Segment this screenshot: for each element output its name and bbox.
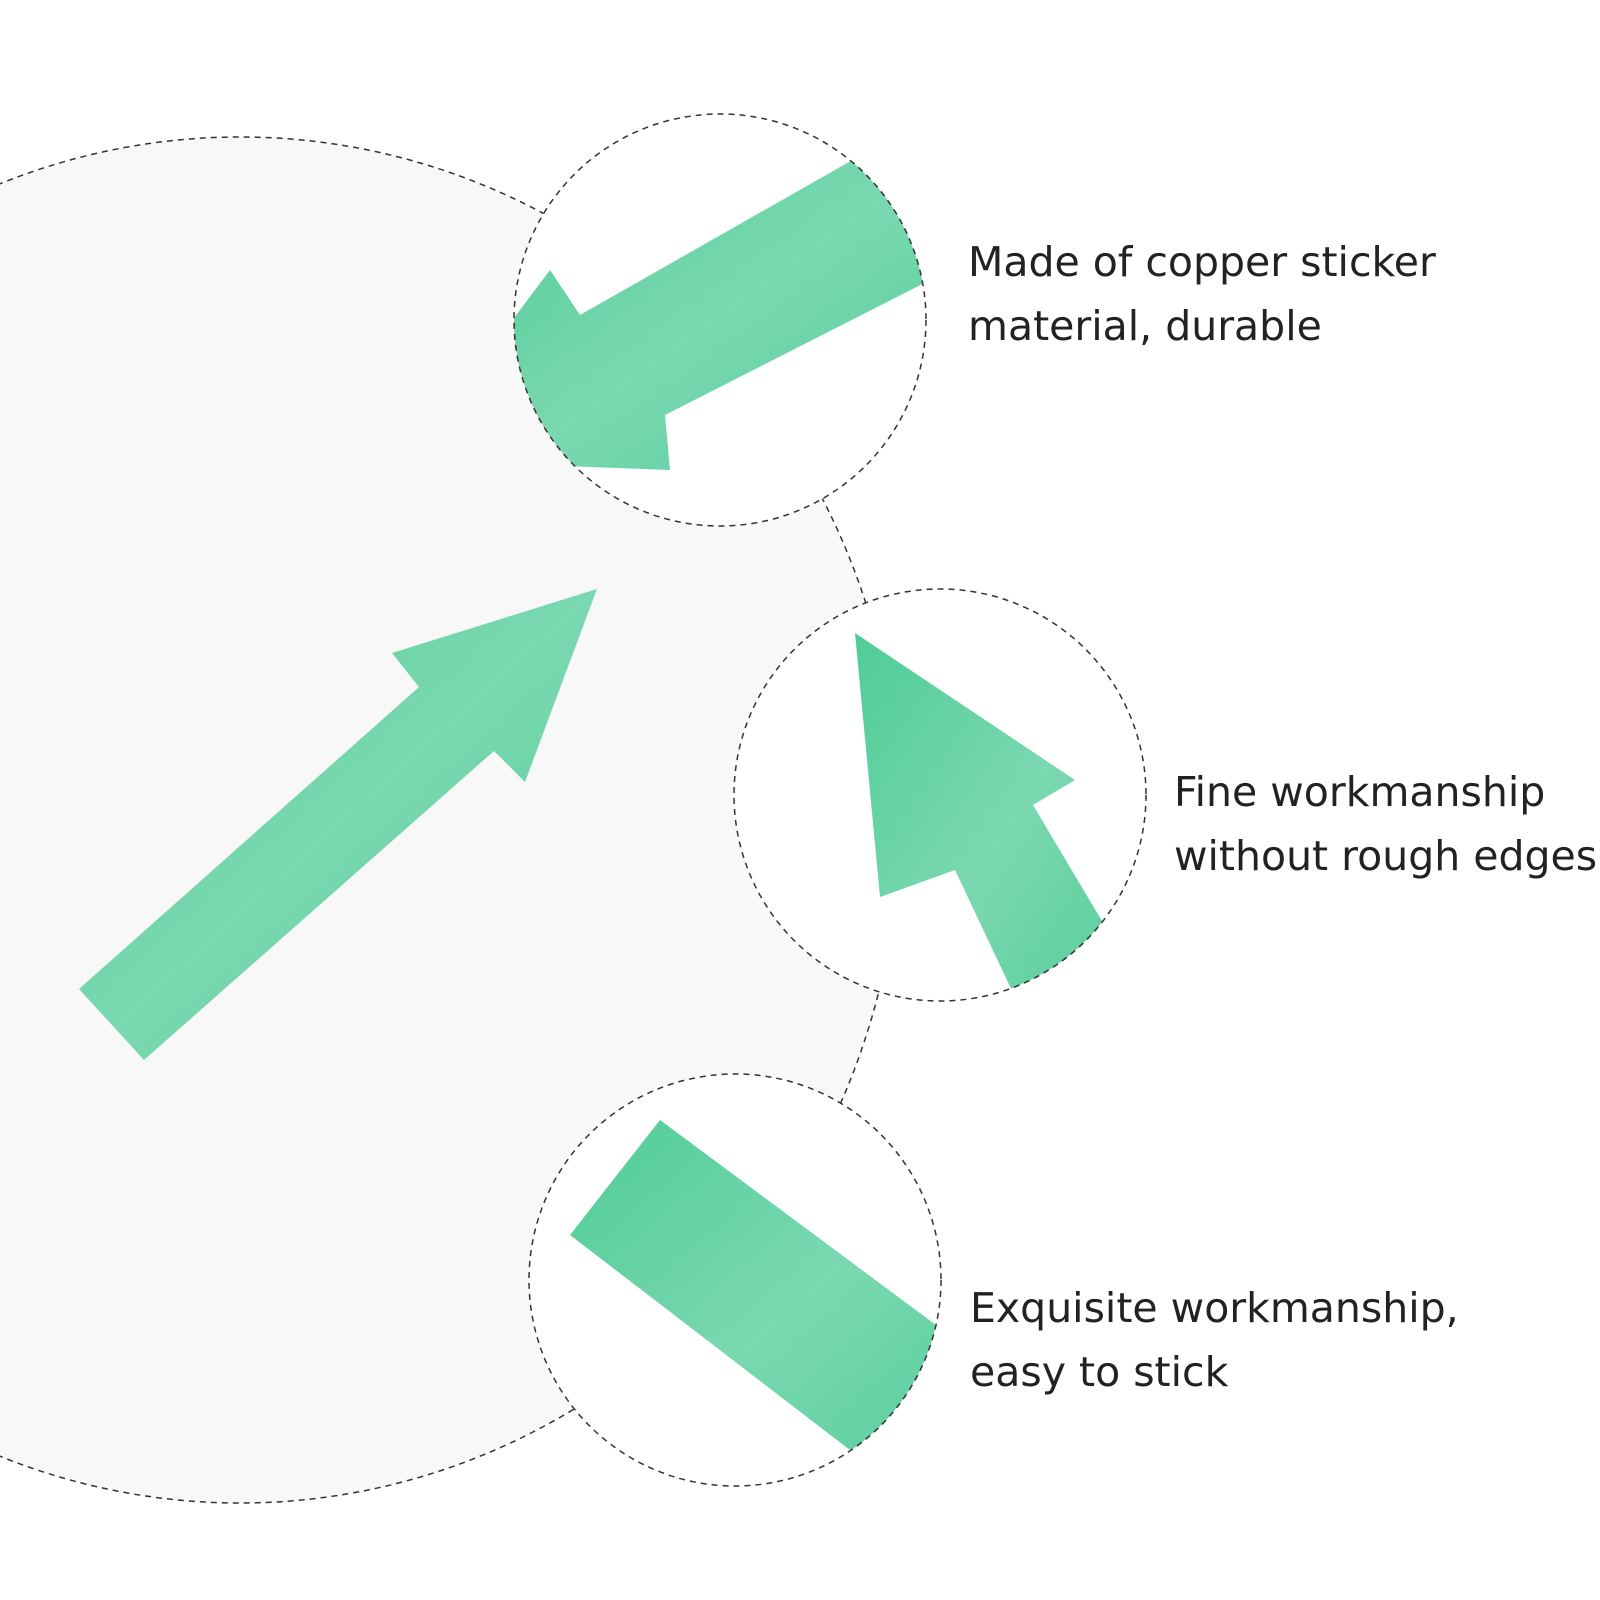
feature-caption-2-line-2: without rough edges xyxy=(1174,832,1598,880)
feature-caption-1: Made of copper sticker material, durable xyxy=(968,230,1436,358)
feature-caption-3-line-2: easy to stick xyxy=(970,1348,1229,1396)
detail-circle-top xyxy=(513,113,927,527)
feature-caption-1-line-1: Made of copper sticker xyxy=(968,238,1436,286)
arrow-detail-top-icon xyxy=(514,150,926,470)
detail-circle-middle xyxy=(733,588,1147,1002)
arrow-detail-middle-icon xyxy=(855,633,1140,1001)
feature-caption-3-line-1: Exquisite workmanship, xyxy=(970,1284,1459,1332)
detail-circle-bottom xyxy=(528,1073,942,1487)
feature-caption-3: Exquisite workmanship, easy to stick xyxy=(970,1276,1459,1404)
feature-caption-2: Fine workmanship without rough edges xyxy=(1174,760,1597,888)
main-arrow-icon xyxy=(79,589,597,1060)
feature-caption-2-line-1: Fine workmanship xyxy=(1174,768,1546,816)
feature-caption-1-line-2: material, durable xyxy=(968,302,1322,350)
